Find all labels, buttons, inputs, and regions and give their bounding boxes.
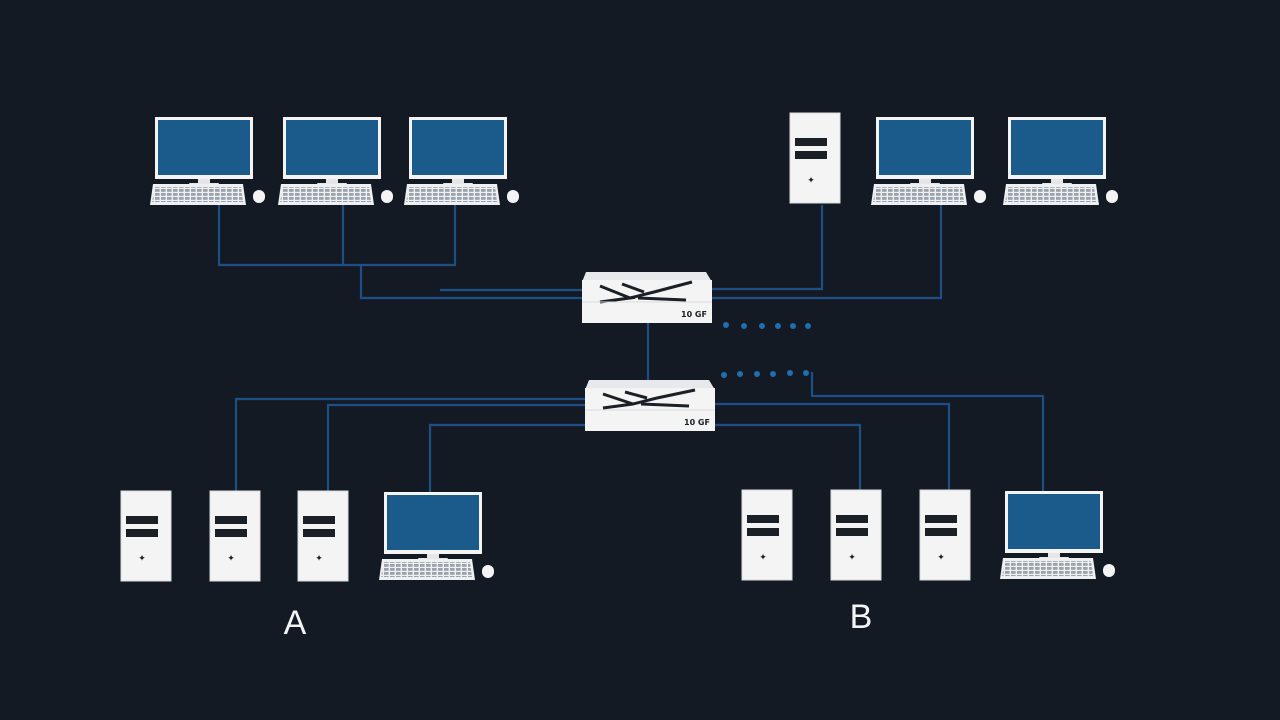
cable-ul-trunk bbox=[359, 265, 582, 300]
server-tower-icon bbox=[741, 489, 793, 581]
cable-br-2 bbox=[715, 402, 951, 492]
network-cables bbox=[217, 203, 1045, 492]
cable-bl-2 bbox=[326, 403, 585, 492]
workstation-icon bbox=[278, 117, 393, 205]
group-a-label: A bbox=[284, 604, 307, 642]
workstation-icon bbox=[871, 117, 986, 205]
cable-ul-1 bbox=[217, 203, 457, 267]
server-tower-icon bbox=[120, 490, 172, 582]
group-b: B bbox=[741, 489, 1115, 636]
workstation-icon bbox=[1000, 491, 1115, 579]
server-tower-icon bbox=[297, 490, 349, 582]
cable-ur-ws bbox=[712, 205, 943, 300]
workstation-icon bbox=[1003, 117, 1118, 205]
network-switch-icon: 10 GF bbox=[582, 272, 712, 323]
workstation-icon bbox=[379, 492, 494, 580]
server-tower-icon bbox=[209, 490, 261, 582]
server-tower-icon bbox=[919, 489, 971, 581]
group-a: A bbox=[120, 490, 494, 642]
cable-bl-1 bbox=[234, 397, 585, 492]
network-switch-icon: 10 GF bbox=[585, 380, 715, 431]
workstation-icon bbox=[150, 117, 265, 205]
workstation-icon bbox=[404, 117, 519, 205]
switch-bottom-label: 10 GF bbox=[684, 418, 710, 427]
cable-ur-server bbox=[712, 205, 824, 291]
server-tower-icon bbox=[830, 489, 882, 581]
cable-br-ws bbox=[810, 372, 1045, 492]
server-tower-icon bbox=[789, 112, 841, 204]
group-b-label: B bbox=[850, 598, 873, 636]
cable-bl-ws bbox=[428, 423, 585, 492]
cable-br-1 bbox=[715, 423, 862, 492]
port-indicators bbox=[721, 322, 811, 378]
switch-top-label: 10 GF bbox=[681, 310, 707, 319]
